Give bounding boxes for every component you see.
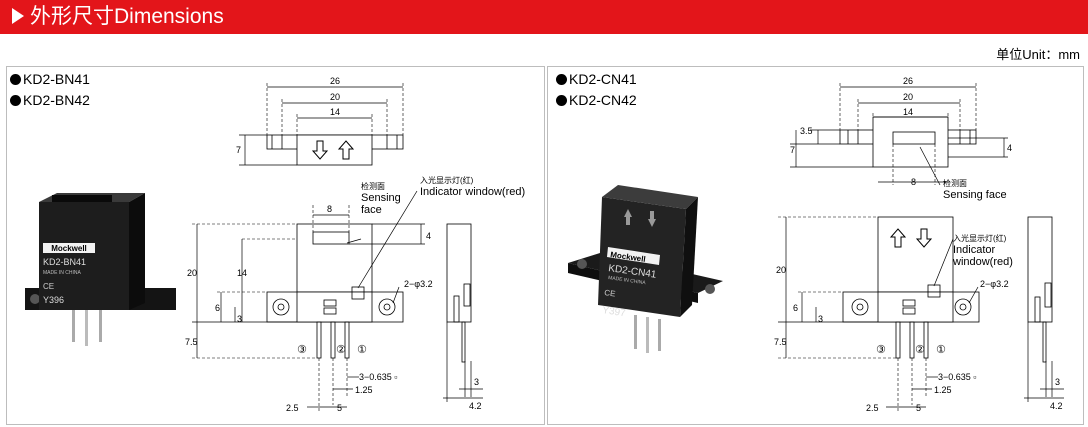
photo-code: Y397 [602, 305, 627, 319]
bullet-icon [556, 74, 567, 85]
photo-made: MADE IN CHINA [608, 275, 647, 286]
cn-drawing: Mockwell KD2-CN41 MADE IN CHINA CE Y397 [568, 76, 1064, 413]
dim-h3: 3 [237, 314, 242, 324]
sensing-cn: 检测面 [943, 178, 967, 188]
top-view [839, 116, 977, 168]
bullet-icon [556, 95, 567, 106]
pins-label: 3−0.635 ▫ [359, 372, 397, 382]
arrow-down-icon [311, 140, 329, 160]
dim-h3: 3 [818, 314, 823, 324]
indicator-line2: window(red) [952, 256, 1013, 268]
section-title-text: 外形尺寸Dimensions [30, 5, 224, 28]
play-arrow-icon [12, 8, 24, 24]
side-view [446, 223, 472, 363]
photo-made: MADE IN CHINA [43, 270, 81, 276]
dim-14: 14 [903, 107, 913, 117]
pin-1-mark: ① [357, 344, 367, 356]
pin-2-mark: ② [915, 344, 925, 356]
dim-8: 8 [911, 177, 916, 187]
bullet-icon [10, 95, 21, 106]
dim-20: 20 [903, 92, 913, 102]
dim-pitch-5: 5 [916, 403, 921, 413]
dim-side-4-2: 4.2 [1050, 401, 1063, 411]
sensing-line2: face [361, 204, 382, 216]
svg-text:CE: CE [604, 288, 616, 298]
panel-cn: KD2-CN41 KD2-CN42 Mockwell KD2-CN41 MADE… [547, 66, 1084, 425]
hole-label: 2−φ3.2 [980, 279, 1009, 289]
model-item: KD2-CN42 [556, 91, 637, 109]
dim-4: 4 [1007, 143, 1012, 153]
dim-h6: 6 [793, 303, 798, 313]
indicator-cn: 入光显示灯(红) [953, 233, 1007, 243]
product-photo: Mockwell KD2-BN41 MADE IN CHINA CE Y396 [25, 193, 176, 346]
photo-code: Y396 [43, 295, 64, 305]
indicator-cn: 入光显示灯(红) [420, 175, 474, 185]
photo-brand: Mockwell [51, 244, 87, 253]
arrow-up-icon [889, 228, 907, 248]
photo-model: KD2-BN41 [43, 257, 86, 267]
dim-3-5: 3.5 [800, 126, 813, 136]
front-view [842, 216, 980, 359]
dim-7: 7 [790, 145, 795, 155]
hole-label: 2−φ3.2 [404, 279, 433, 289]
model-item: KD2-CN41 [556, 70, 637, 88]
dim-h20: 20 [187, 268, 197, 278]
dim-14: 14 [330, 107, 340, 117]
model-name: KD2-CN42 [569, 92, 637, 108]
dim-h6: 6 [215, 303, 220, 313]
product-photo: Mockwell KD2-CN41 MADE IN CHINA CE Y397 [568, 185, 723, 353]
dim-h7-5: 7.5 [185, 337, 198, 347]
dim-26: 26 [330, 76, 340, 86]
dim-side-4-2: 4.2 [469, 401, 482, 411]
dim-h7-5: 7.5 [774, 337, 787, 347]
arrow-down-icon [915, 228, 933, 248]
sensing-cn: 检测面 [361, 181, 385, 191]
pin-3-mark: ③ [297, 344, 307, 356]
dim-pitch-2-5: 2.5 [866, 403, 879, 413]
dim-pitch-5: 5 [337, 403, 342, 413]
bn-drawing: Mockwell KD2-BN41 MADE IN CHINA CE Y396 [25, 76, 525, 413]
dim-pitch-2-5: 2.5 [286, 403, 299, 413]
pins-label: 3−0.635 ▫ [938, 372, 976, 382]
indicator-en: Indicator window(red) [420, 186, 525, 198]
dim-26: 26 [903, 76, 913, 86]
front-view [266, 223, 404, 359]
model-item: KD2-BN41 [10, 70, 90, 88]
panel-bn: KD2-BN41 KD2-BN42 Mockwell KD2-BN41 MADE… [6, 66, 545, 425]
unit-label: 单位Unit：mm [996, 47, 1080, 62]
dim-7: 7 [236, 145, 241, 155]
dim-1-25: 1.25 [355, 385, 373, 395]
dim-h20: 20 [776, 265, 786, 275]
pin-2-mark: ② [336, 344, 346, 356]
dim-side-3: 3 [1055, 377, 1060, 387]
model-name: KD2-BN42 [23, 92, 90, 108]
sensing-line1: Sensing [361, 192, 401, 204]
model-name: KD2-BN41 [23, 71, 90, 87]
bullet-icon [10, 74, 21, 85]
model-name: KD2-CN41 [569, 71, 637, 87]
dim-20: 20 [330, 92, 340, 102]
svg-text:CE: CE [43, 282, 54, 291]
model-item: KD2-BN42 [10, 91, 90, 109]
arrow-up-icon [337, 140, 355, 160]
dim-8: 8 [327, 204, 332, 214]
indicator-line1: Indicator [953, 244, 996, 256]
dim-side-3: 3 [474, 377, 479, 387]
side-view [1027, 216, 1053, 363]
pin-3-mark: ③ [876, 344, 886, 356]
section-header: 外形尺寸Dimensions [0, 0, 1088, 34]
top-view [266, 134, 404, 166]
section-title: 外形尺寸Dimensions [12, 5, 224, 29]
pin-1-mark: ① [936, 344, 946, 356]
dim-h14: 14 [237, 268, 247, 278]
dim-1-25: 1.25 [934, 385, 952, 395]
sensing-en: Sensing face [943, 189, 1007, 201]
dim-4: 4 [426, 231, 431, 241]
